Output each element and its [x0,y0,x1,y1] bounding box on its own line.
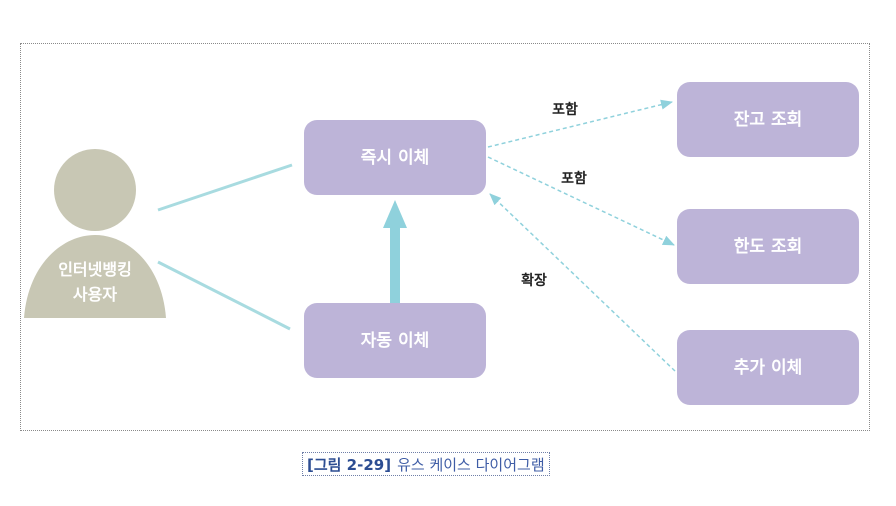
include-label-1: 포함 [552,101,578,118]
figure-caption-label: [그림 2-29] [307,455,392,474]
actor: 인터넷뱅킹 사용자 [24,149,166,318]
generalization-arrow [383,200,407,304]
include-arrow-balance [487,99,673,148]
extend-label: 확장 [521,272,547,289]
figure-caption-text: 유스 케이스 다이어그램 [397,455,545,474]
actor-head [54,149,136,231]
include-label-2: 포함 [561,170,587,187]
actor-label-line1: 인터넷뱅킹 [58,260,132,279]
use-case-limit-inquiry-label: 한도 조회 [734,237,802,257]
actor-label-line2: 사용자 [73,285,117,304]
diagram-frame [20,43,870,431]
association-line-instant [157,163,293,212]
use-case-balance-inquiry-label: 잔고 조회 [734,110,802,130]
use-case-auto-transfer-label: 자동 이체 [361,331,429,351]
actor-body [24,235,166,318]
use-case-instant-transfer-label: 즉시 이체 [361,148,429,168]
use-case-limit-inquiry: 한도 조회 [677,209,859,284]
use-case-additional-transfer-label: 추가 이체 [734,358,802,378]
use-case-additional-transfer: 추가 이체 [677,330,859,405]
extend-arrow [489,193,676,372]
association-line-auto [157,260,291,331]
use-case-instant-transfer: 즉시 이체 [304,120,486,195]
use-case-auto-transfer: 자동 이체 [304,303,486,378]
use-case-balance-inquiry: 잔고 조회 [677,82,859,157]
figure-caption: [그림 2-29] 유스 케이스 다이어그램 [302,452,550,476]
include-arrow-limit [487,156,675,246]
